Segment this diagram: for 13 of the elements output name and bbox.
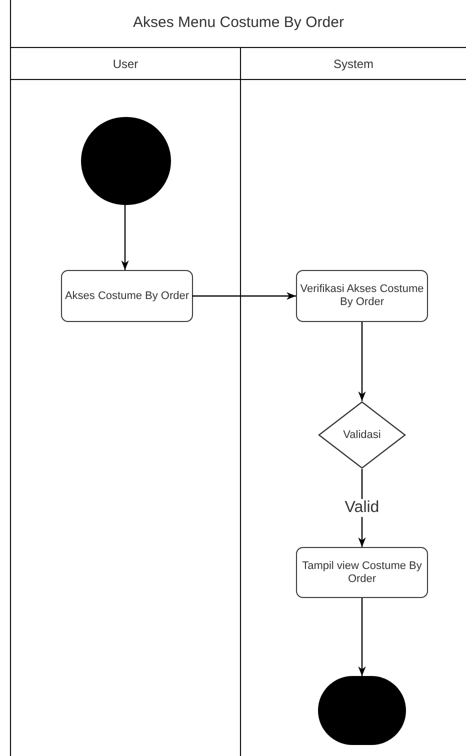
edge-label: Valid: [344, 499, 380, 517]
activity-box: Tampil view Costume By Order: [296, 547, 428, 598]
activity-box: Verifikasi Akses Costume By Order: [296, 270, 428, 322]
decision-diamond: Validasi: [318, 401, 406, 469]
diagram-title: Akses Menu Costume By Order: [133, 13, 344, 34]
arrow: [192, 292, 296, 300]
arrow: [358, 598, 366, 676]
activity-box: Akses Costume By Order: [61, 270, 193, 322]
lane-title: User: [112, 56, 138, 72]
swimlane: [10, 48, 241, 756]
arrow: [358, 322, 366, 401]
arrow: [121, 205, 129, 270]
lane-title: System: [333, 56, 374, 72]
